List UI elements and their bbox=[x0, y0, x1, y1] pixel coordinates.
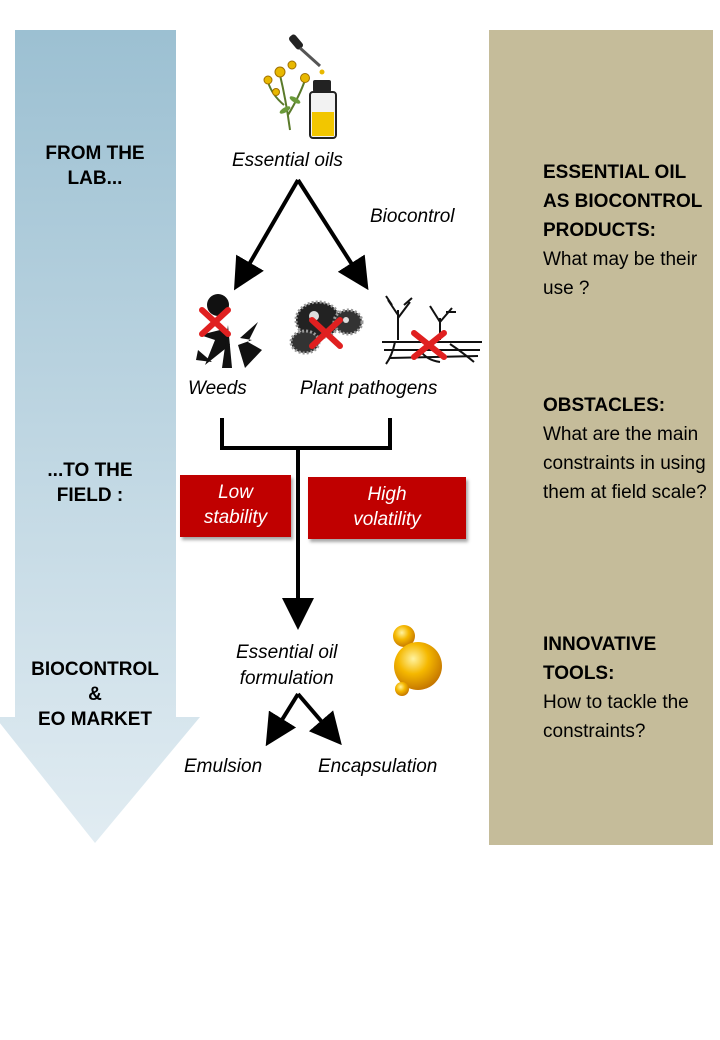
emulsion-label: Emulsion bbox=[184, 756, 263, 777]
essential-oil-bottle-icon bbox=[263, 34, 337, 139]
stage-lab-label: FROM THE LAB... bbox=[45, 143, 145, 189]
essential-oils-label: Essential oils bbox=[232, 150, 343, 171]
weeds-label: Weeds bbox=[188, 378, 247, 399]
red-cross-icon bbox=[309, 317, 343, 349]
panel-block-use: ESSENTIAL OIL AS BIOCONTROL PRODUCTS: Wh… bbox=[543, 158, 708, 303]
oil-droplet-icon bbox=[393, 625, 442, 696]
plant-pathogens-label: Plant pathogens bbox=[300, 378, 438, 399]
red-cross-icon bbox=[411, 330, 447, 360]
biocontrol-label: Biocontrol bbox=[370, 206, 455, 227]
formulation-label: Essential oil formulation bbox=[236, 642, 338, 689]
high-volatility-badge: High volatility bbox=[308, 477, 466, 539]
panel-heading-tools: INNOVATIVE TOOLS: bbox=[543, 634, 657, 684]
stage-field-label: ...TO THE FIELD : bbox=[47, 460, 133, 506]
stage-market-label: BIOCONTROL & EO MARKET bbox=[31, 659, 159, 730]
questions-panel: ESSENTIAL OIL AS BIOCONTROL PRODUCTS: Wh… bbox=[489, 30, 713, 845]
panel-text-use: What may be their use ? bbox=[543, 249, 698, 299]
panel-heading-obstacles: OBSTACLES: bbox=[543, 395, 666, 416]
red-cross-icon bbox=[199, 307, 231, 337]
panel-block-tools: INNOVATIVE TOOLS: How to tackle the cons… bbox=[543, 630, 708, 746]
low-stability-badge: Low stability bbox=[180, 475, 291, 537]
encapsulation-label: Encapsulation bbox=[318, 756, 438, 777]
panel-text-tools: How to tackle the constraints? bbox=[543, 692, 689, 742]
panel-text-obstacles: What are the main constraints in using t… bbox=[543, 424, 707, 503]
pathogen-icon bbox=[289, 300, 364, 355]
panel-block-obstacles: OBSTACLES: What are the main constraints… bbox=[543, 391, 708, 507]
panel-heading-use: ESSENTIAL OIL AS BIOCONTROL PRODUCTS: bbox=[543, 162, 703, 241]
root-disease-icon bbox=[382, 295, 482, 365]
